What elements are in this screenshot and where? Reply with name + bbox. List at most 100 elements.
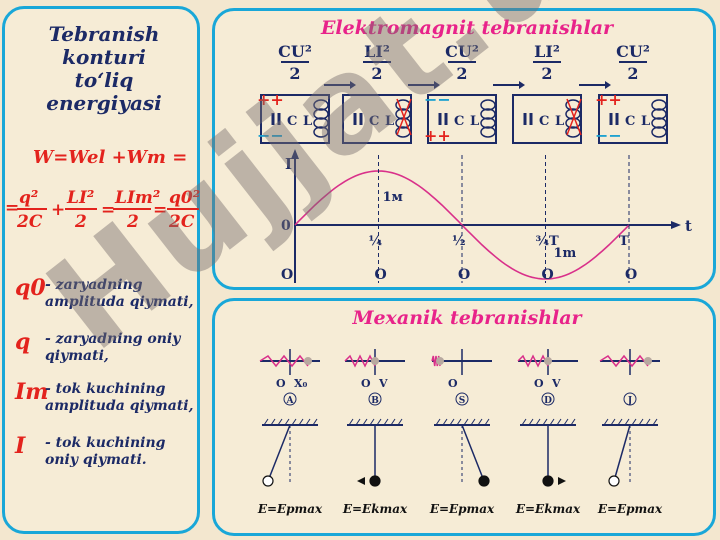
support-hatch: [362, 418, 368, 426]
support-hatch: [470, 418, 476, 426]
x-axis-arrow-icon: [671, 221, 681, 229]
legend-item: I - tok kuchining oniy qiymati.: [15, 433, 203, 477]
formula-line-1: W=Wel +Wm =: [33, 147, 188, 168]
energy-state-label: E=Epmax: [429, 502, 495, 516]
equals-sign: =: [101, 200, 115, 220]
pendulum: E=Ekmax: [515, 418, 581, 516]
support-hatch: [355, 418, 361, 426]
coil-loop: [313, 117, 329, 129]
support-hatch: [528, 418, 534, 426]
origin-label: O: [361, 377, 371, 390]
mass-ball: [436, 357, 444, 365]
energy-state-label: E=Ekmax: [515, 502, 581, 516]
coil-loop: [480, 117, 496, 129]
field-line: [566, 98, 582, 136]
inductor-label: L: [385, 114, 394, 129]
origin-point-label: O: [281, 267, 293, 283]
pendulum: E=Epmax: [257, 418, 323, 516]
origin-label: O: [448, 377, 458, 390]
circuit-wire: [260, 94, 330, 144]
coil-loop: [480, 99, 496, 111]
title-line: energiyasi: [46, 91, 162, 115]
legend-symbol: I: [15, 433, 26, 459]
support-hatch: [277, 418, 283, 426]
coil-loop: [651, 99, 667, 111]
state-badge: [283, 392, 297, 406]
charge-minus-icon: ++: [424, 126, 451, 145]
state-letter: D: [544, 396, 552, 406]
support-hatch: [645, 418, 651, 426]
energy-denominator: 2: [541, 64, 552, 83]
support-hatch: [624, 418, 630, 426]
legend-text: - zaryadning oniy qiymati,: [45, 331, 181, 364]
fraction-numerator: LI²: [66, 188, 94, 208]
support-hatch: [638, 418, 644, 426]
fraction-denominator: 2: [126, 212, 139, 232]
coil-loop: [651, 108, 667, 120]
charge-minus-icon: −−: [595, 126, 622, 145]
pendulum-bob: [369, 475, 381, 487]
energy-formula: = q² 2C + LI² 2 = LIm² 2 = q0² 2C: [5, 188, 200, 232]
support-hatch: [603, 418, 609, 426]
support-hatch: [376, 418, 382, 426]
spring-oscillator: OS: [431, 349, 492, 406]
support-hatch: [270, 418, 276, 426]
support-hatch: [435, 418, 441, 426]
support-hatch: [521, 418, 527, 426]
energy-numerator: CU²: [616, 42, 650, 61]
energy-denominator: 2: [627, 64, 638, 83]
pendulum-bob: [542, 475, 554, 487]
panel-title: Elektromagnit tebranishlar: [320, 17, 614, 39]
current-amplitude-label: 1м: [383, 190, 403, 205]
support-hatch: [535, 418, 541, 426]
pendulum-string: [613, 424, 631, 482]
origin-label: 0: [281, 218, 291, 234]
inductor-label: L: [555, 114, 564, 129]
legend-item: q0 - zaryadning amplituda qiymati,: [15, 275, 203, 319]
coil-loop: [651, 126, 667, 138]
energy-numerator: LI²: [364, 42, 390, 61]
plus-sign: +: [51, 200, 65, 220]
coil-loop: [395, 99, 411, 111]
support-hatch: [610, 418, 616, 426]
state-badge: [455, 392, 469, 406]
spring-oscillator: J: [599, 349, 660, 406]
support-hatch: [291, 418, 297, 426]
support-hatch: [563, 418, 569, 426]
support-hatch: [383, 418, 389, 426]
legend-item: q - zaryadning oniy qiymati,: [15, 329, 203, 373]
fraction-numerator: LIm²: [114, 188, 160, 208]
title-line: to‘liq: [74, 68, 134, 92]
circuit-wire: [512, 94, 582, 144]
energy-numerator: LI²: [534, 42, 560, 61]
spring-coil: [344, 354, 376, 368]
origin-label: O: [534, 377, 544, 390]
pendulum-string: [267, 424, 291, 482]
coil-loop: [565, 99, 581, 111]
origin-label: O: [276, 377, 286, 390]
arrow-head-icon: [519, 81, 525, 89]
energy-panel: Tebranish konturi to‘liq energiyasi W=We…: [2, 6, 200, 534]
velocity-arrow-icon: [357, 477, 365, 485]
pendulum: E=Epmax: [597, 418, 663, 516]
pendulum-bob: [478, 475, 490, 487]
inductor-label: L: [641, 114, 650, 129]
legend-symbol: q0: [15, 275, 46, 301]
energy-numerator: CU²: [278, 42, 312, 61]
pendulum: E=Ekmax: [342, 418, 408, 516]
capacitor-label: C: [625, 114, 635, 129]
mass-ball: [644, 357, 652, 365]
vector-label: V: [378, 377, 388, 390]
state-badge: [541, 392, 555, 406]
field-line: [396, 98, 412, 136]
panel-title: Tebranish konturi to‘liq energiyasi: [5, 23, 203, 115]
